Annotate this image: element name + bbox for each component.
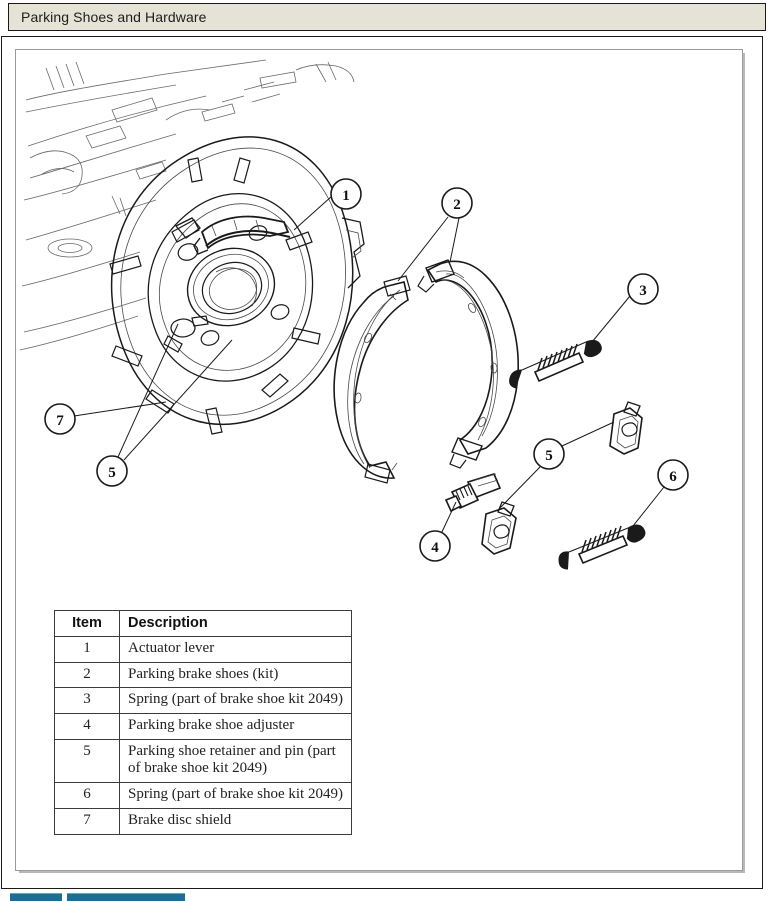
content-frame: 1 2 3 5 6 <box>1 36 763 889</box>
brake-assembly-figure: 1 2 3 5 6 <box>16 50 742 595</box>
row-item-description: Parking shoe retainer and pin (part of b… <box>119 738 352 784</box>
svg-text:1: 1 <box>342 188 350 204</box>
table-row: 3 Spring (part of brake shoe kit 2049) <box>54 687 352 715</box>
row-item-number: 4 <box>54 713 120 740</box>
table-header-row: Item Description <box>54 610 352 637</box>
row-item-number: 1 <box>54 636 120 663</box>
callout-leader-lines <box>73 195 665 535</box>
table-row: 1 Actuator lever <box>54 636 352 663</box>
row-item-description: Spring (part of brake shoe kit 2049) <box>119 782 352 809</box>
svg-text:3: 3 <box>639 283 647 299</box>
table-row: 7 Brake disc shield <box>54 807 352 835</box>
svg-text:5: 5 <box>108 465 116 481</box>
document-panel: 1 2 3 5 6 <box>15 49 743 871</box>
parts-table-container: Item Description 1 Actuator lever 2 Park… <box>54 610 352 835</box>
parts-legend-table: Item Description 1 Actuator lever 2 Park… <box>54 610 352 835</box>
svg-text:2: 2 <box>453 197 461 213</box>
parking-brake-shoe-right <box>417 259 520 469</box>
row-item-number: 6 <box>54 782 120 809</box>
table-row: 6 Spring (part of brake shoe kit 2049) <box>54 782 352 809</box>
callout-6: 6 <box>657 459 689 491</box>
parking-brake-shoe-left <box>333 275 411 484</box>
spring-lower <box>558 524 646 570</box>
row-item-number: 7 <box>54 807 120 835</box>
brake-assembly-linework: 1 2 3 5 6 <box>19 59 689 570</box>
page-header-bar: Parking Shoes and Hardware <box>8 3 766 31</box>
row-item-number: 2 <box>54 661 120 689</box>
svg-text:7: 7 <box>56 413 64 429</box>
row-item-description: Actuator lever <box>119 636 352 663</box>
table-row: 2 Parking brake shoes (kit) <box>54 661 352 689</box>
callout-2: 2 <box>441 187 473 219</box>
shoe-retainer-clip-upper <box>609 401 643 455</box>
table-row: 5 Parking shoe retainer and pin (part of… <box>54 738 352 784</box>
row-item-description: Parking brake shoes (kit) <box>119 661 352 689</box>
row-item-description: Brake disc shield <box>119 807 352 835</box>
shield-retainer-pins <box>163 315 209 353</box>
shoe-retainer-clip-lower <box>481 501 517 555</box>
callout-5-right: 5 <box>533 438 565 470</box>
callout-5-left: 5 <box>96 455 128 487</box>
callout-1: 1 <box>330 178 362 210</box>
svg-text:5: 5 <box>545 448 553 464</box>
page-title: Parking Shoes and Hardware <box>21 9 207 25</box>
svg-text:6: 6 <box>669 469 677 485</box>
svg-text:4: 4 <box>431 540 439 556</box>
actuator-lever <box>174 215 291 255</box>
parking-brake-shoe-adjuster <box>444 473 502 513</box>
axle-housing-sketch <box>19 59 355 351</box>
spring-upper <box>509 339 602 389</box>
callout-3: 3 <box>627 273 659 305</box>
row-item-number: 5 <box>54 738 120 784</box>
callout-7: 7 <box>44 403 76 435</box>
bottom-link-bar-secondary[interactable] <box>67 893 185 901</box>
callout-4: 4 <box>419 530 451 562</box>
row-item-description: Parking brake shoe adjuster <box>119 713 352 740</box>
brake-disc-shield <box>109 136 365 435</box>
column-header-description: Description <box>119 610 352 637</box>
bottom-link-bar-primary[interactable] <box>10 893 62 901</box>
row-item-description: Spring (part of brake shoe kit 2049) <box>119 687 352 715</box>
column-header-item: Item <box>54 610 120 637</box>
row-item-number: 3 <box>54 687 120 715</box>
table-row: 4 Parking brake shoe adjuster <box>54 713 352 740</box>
